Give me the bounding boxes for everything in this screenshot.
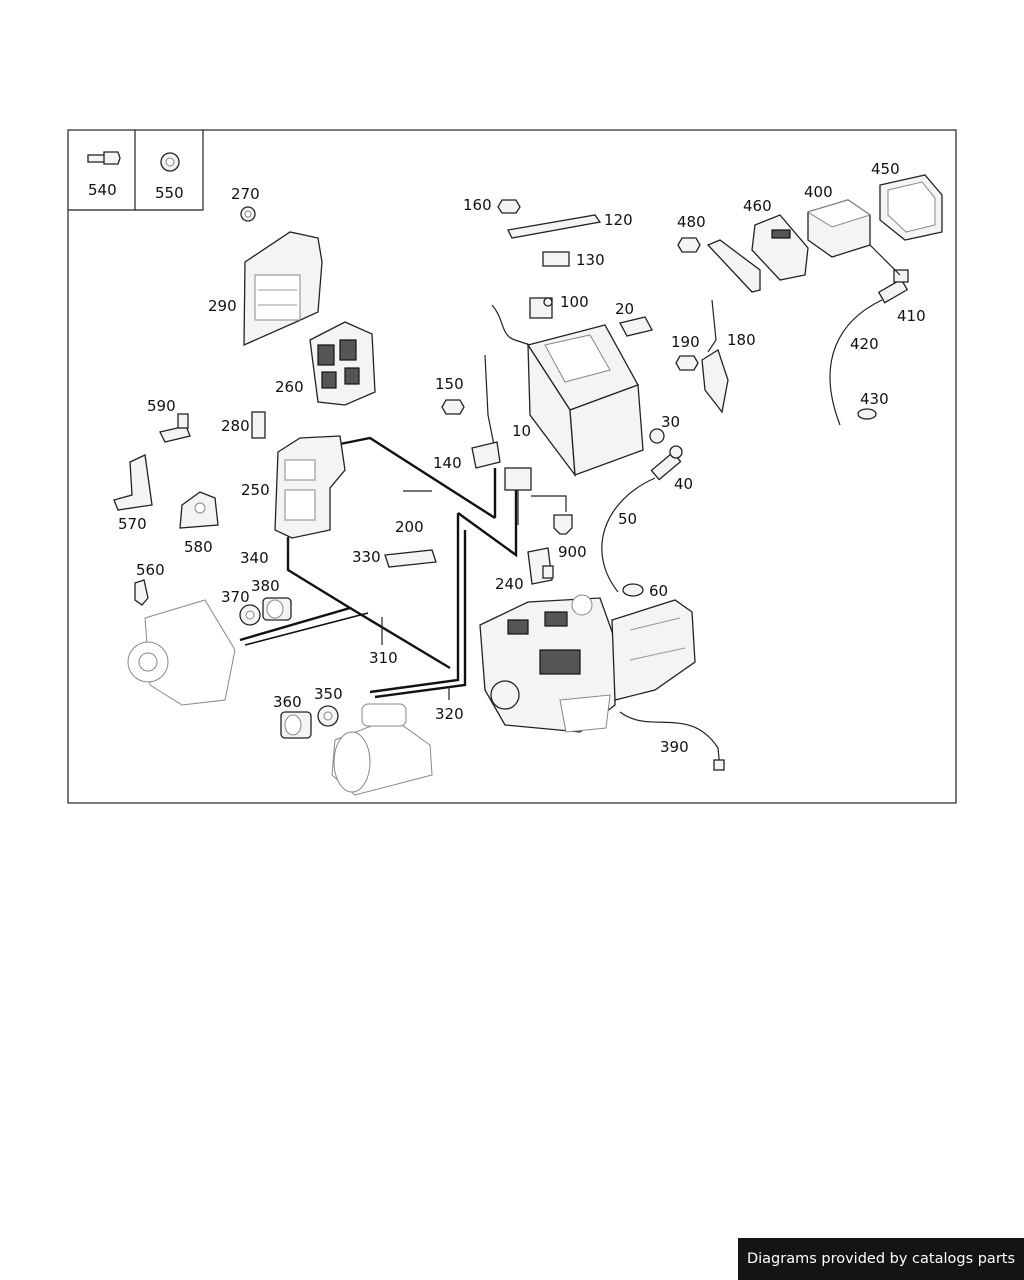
callout-900: 900 [558, 543, 587, 561]
part-410-connector [877, 269, 909, 304]
part-40-connector [650, 445, 683, 481]
callout-190: 190 [671, 333, 700, 351]
callout-150: 150 [435, 375, 464, 393]
callout-590: 590 [147, 397, 176, 415]
part-370-nut [239, 604, 261, 626]
part-350-nut [317, 705, 339, 727]
part-270-nut [240, 206, 256, 222]
part-390-ground-strap [619, 711, 725, 771]
callout-40: 40 [674, 475, 693, 493]
callout-560: 560 [136, 561, 165, 579]
part-130-block [542, 251, 570, 267]
callout-410: 410 [897, 307, 926, 325]
part-190-nut [675, 355, 699, 371]
callout-100: 100 [560, 293, 589, 311]
part-480-bracket [706, 239, 761, 293]
callout-580: 580 [184, 538, 213, 556]
part-480-nut [677, 237, 701, 253]
part-400-box [806, 199, 872, 258]
callout-350: 350 [314, 685, 343, 703]
part-alternator [127, 599, 236, 706]
part-430-grommet [857, 408, 877, 420]
part-180-bracket [701, 299, 729, 414]
callout-480: 480 [677, 213, 706, 231]
part-380-cap [262, 597, 292, 621]
callout-240: 240 [495, 575, 524, 593]
part-360-cap [280, 711, 312, 739]
callout-460: 460 [743, 197, 772, 215]
callout-540: 540 [88, 181, 117, 199]
part-engine-assembly [479, 594, 616, 733]
callout-50: 50 [618, 510, 637, 528]
part-50-cable [601, 477, 656, 593]
callout-160: 160 [463, 196, 492, 214]
callout-180: 180 [727, 331, 756, 349]
bolt-540-icon [87, 151, 121, 165]
callout-270: 270 [231, 185, 260, 203]
callout-140: 140 [433, 454, 462, 472]
part-120-strap [507, 214, 602, 239]
part-240-bracket [527, 547, 554, 585]
part-starter-motor [331, 703, 433, 796]
part-100-sensor [491, 297, 553, 346]
callout-390: 390 [660, 738, 689, 756]
diagram-frame [67, 129, 957, 804]
callout-130: 130 [576, 251, 605, 269]
callout-260: 260 [275, 378, 304, 396]
callout-450: 450 [871, 160, 900, 178]
part-460-connector [751, 214, 809, 281]
part-450-cover [879, 174, 943, 241]
part-590-clip [159, 413, 191, 443]
callout-420: 420 [850, 335, 879, 353]
callout-250: 250 [241, 481, 270, 499]
part-140-cable [471, 354, 501, 469]
part-260-fuse-box [309, 321, 376, 406]
callout-320: 320 [435, 705, 464, 723]
part-transmission [611, 599, 696, 701]
callout-10: 10 [512, 422, 531, 440]
callout-290: 290 [208, 297, 237, 315]
callout-330: 330 [352, 548, 381, 566]
callout-340: 340 [240, 549, 269, 567]
inset-box-540: 540 [68, 130, 136, 211]
credit-footer: Diagrams provided by catalogs parts [738, 1238, 1024, 1280]
callout-30: 30 [661, 413, 680, 431]
part-relay-assembly [504, 467, 567, 525]
callout-570: 570 [118, 515, 147, 533]
callout-550: 550 [155, 184, 184, 202]
callout-60: 60 [649, 582, 668, 600]
callout-280: 280 [221, 417, 250, 435]
callout-200: 200 [395, 518, 424, 536]
part-60-grommet [622, 583, 644, 597]
callout-370: 370 [221, 588, 250, 606]
part-250-housing [274, 435, 346, 539]
wiring-harness [239, 436, 518, 700]
callout-120: 120 [604, 211, 633, 229]
callout-20: 20 [615, 300, 634, 318]
part-20-pad [619, 316, 653, 337]
callout-380: 380 [251, 577, 280, 595]
part-30-cap [649, 428, 665, 444]
part-420-hose [829, 244, 901, 426]
part-580-bracket [179, 491, 219, 529]
callout-400: 400 [804, 183, 833, 201]
callout-310: 310 [369, 649, 398, 667]
part-150-nut [441, 399, 465, 415]
part-560-bracket [134, 579, 149, 606]
inset-box-550: 550 [135, 130, 204, 211]
part-900-terminal [553, 514, 573, 535]
part-290-bracket [243, 231, 323, 347]
callout-430: 430 [860, 390, 889, 408]
callout-360: 360 [273, 693, 302, 711]
nut-550-icon [160, 152, 180, 172]
part-570-bracket [113, 454, 153, 511]
part-10-battery [526, 324, 644, 478]
part-280-fuse [251, 411, 266, 439]
part-160-nut [497, 199, 521, 214]
part-330-clip [384, 549, 437, 568]
